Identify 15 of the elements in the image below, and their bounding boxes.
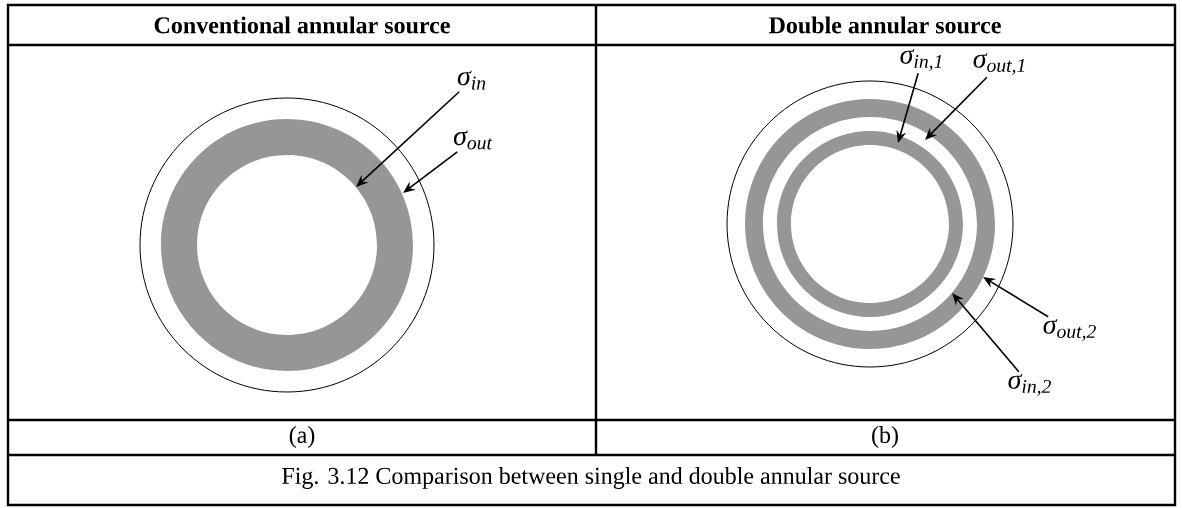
symbol-label: σ$_{out}$ bbox=[453, 130, 493, 150]
figure-caption: Fig. 3.12 Comparison between single and double annular source bbox=[282, 467, 900, 489]
symbol-label: σ$_{out,1}$ bbox=[973, 53, 1025, 75]
leader-arrow bbox=[356, 91, 461, 187]
leader-arrow bbox=[925, 76, 988, 140]
symbol-label: σ$_{in,2}$ bbox=[1008, 374, 1051, 396]
column-header: Double annular source bbox=[768, 16, 1001, 34]
symbol-label: σ$_{out,2}$ bbox=[1043, 319, 1096, 341]
leader-arrow bbox=[952, 293, 1020, 373]
symbol-label: σ$_{in,1}$ bbox=[900, 49, 942, 71]
column-header: Conventional annular source bbox=[154, 16, 450, 34]
panel-label: (a) bbox=[289, 426, 315, 448]
symbol-label: σ$_{in}$ bbox=[457, 70, 486, 90]
leader-arrow bbox=[403, 151, 459, 193]
panel-label: (b) bbox=[872, 426, 898, 448]
